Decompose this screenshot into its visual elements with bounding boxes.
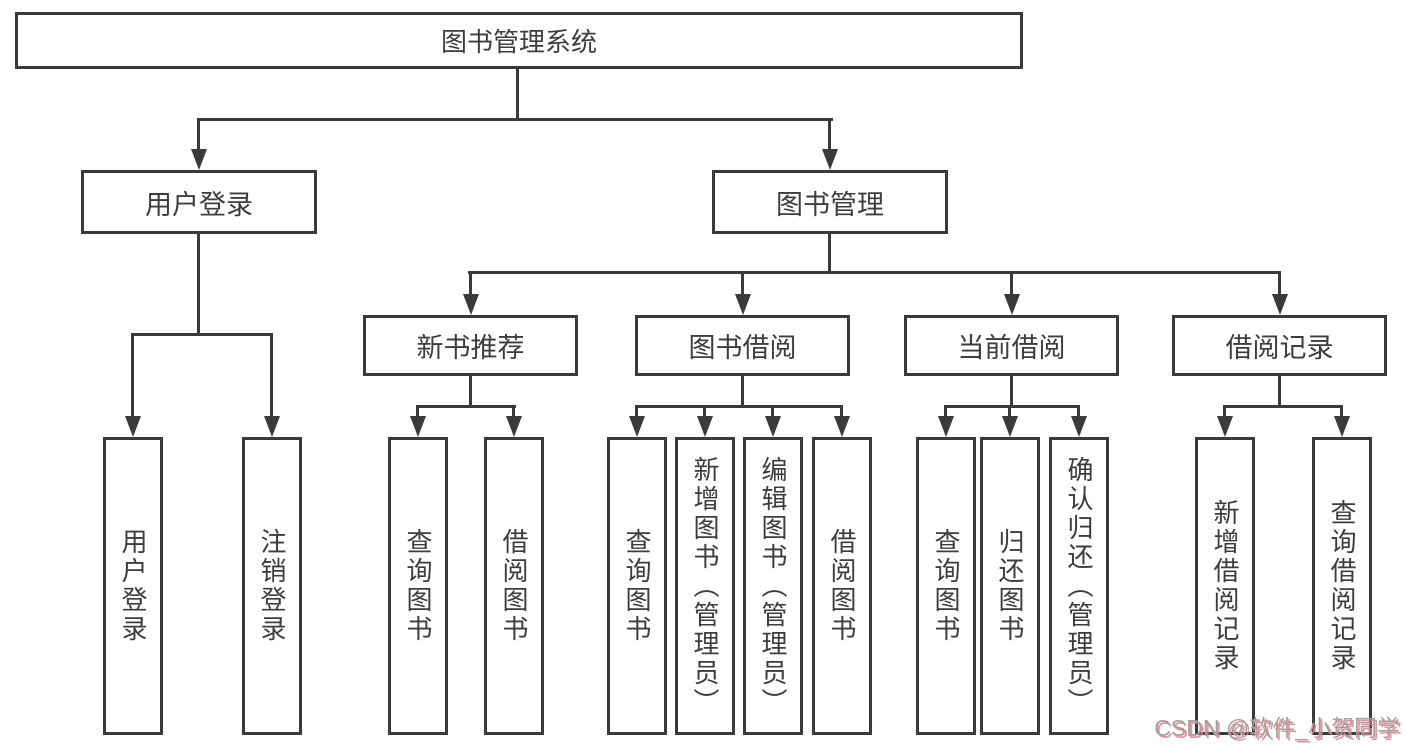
node-user-login: 用户登录 — [81, 170, 317, 234]
node-confirm-return-admin: 确认归还（管理员） — [1049, 437, 1109, 735]
node-logout: 注销登录 — [242, 437, 302, 735]
arrow-to-edit-books-admin — [764, 405, 781, 437]
node-query-books-borrowing: 查询图书 — [607, 437, 667, 735]
arrow-to-add-books-admin — [696, 405, 713, 437]
arrow-to-logout — [263, 333, 280, 437]
watermark-text: CSDN @软件_小贺同学 — [1154, 715, 1400, 741]
arrow-to-book-borrowing — [734, 271, 751, 315]
connector-root-bar — [197, 118, 833, 121]
connector-user-login-stem — [197, 231, 200, 335]
connector-book-mgmt-bar — [468, 271, 1281, 274]
node-borrowing-records: 借阅记录 — [1172, 315, 1387, 376]
arrow-to-query-books-current — [937, 405, 954, 437]
node-return-books: 归还图书 — [980, 437, 1040, 735]
arrow-to-book-management — [821, 118, 838, 170]
arrow-to-new-book-recommendation — [462, 271, 479, 315]
node-user-login-leaf: 用户登录 — [103, 437, 163, 735]
node-book-borrowing: 图书借阅 — [635, 315, 850, 376]
node-query-books-current: 查询图书 — [916, 437, 976, 735]
connector-borrowing-bar — [635, 405, 843, 408]
node-query-books-recommend: 查询图书 — [388, 437, 448, 735]
arrow-to-current-borrowing — [1003, 271, 1020, 315]
connector-records-bar — [1223, 405, 1343, 408]
node-edit-books-admin: 编辑图书（管理员） — [743, 437, 803, 735]
node-add-books-admin: 新增图书（管理员） — [675, 437, 735, 735]
node-borrow-books: 借阅图书 — [812, 437, 872, 735]
arrow-to-user-login — [190, 118, 207, 170]
node-query-borrow-record: 查询借阅记录 — [1312, 437, 1372, 735]
arrow-to-borrowing-records — [1271, 271, 1288, 315]
connector-borrowing-stem — [741, 373, 744, 408]
connector-current-stem — [1010, 373, 1013, 408]
connector-records-stem — [1278, 373, 1281, 408]
arrow-to-return-books — [1001, 405, 1018, 437]
arrow-to-add-borrow-record — [1216, 405, 1233, 437]
node-borrow-books-recommend: 借阅图书 — [484, 437, 544, 735]
arrow-to-query-books-borrowing — [628, 405, 645, 437]
connector-user-login-bar — [131, 333, 273, 336]
arrow-to-query-books-recommend — [409, 405, 426, 437]
connector-recommend-stem — [469, 373, 472, 408]
node-book-management: 图书管理 — [712, 170, 948, 234]
connector-recommend-bar — [416, 405, 516, 408]
node-new-book-recommendation: 新书推荐 — [363, 315, 578, 376]
node-current-borrowing: 当前借阅 — [904, 315, 1119, 376]
arrow-to-confirm-return-admin — [1070, 405, 1087, 437]
connector-current-bar — [944, 405, 1080, 408]
node-library-management-system: 图书管理系统 — [15, 12, 1023, 69]
arrow-to-user-login-leaf — [124, 333, 141, 437]
arrow-to-borrow-books-recommend — [505, 405, 522, 437]
connector-book-mgmt-stem — [828, 231, 831, 274]
connector-root-stem — [516, 66, 519, 120]
arrow-to-borrow-books — [833, 405, 850, 437]
node-add-borrow-record: 新增借阅记录 — [1195, 437, 1255, 735]
arrow-to-query-borrow-record — [1333, 405, 1350, 437]
